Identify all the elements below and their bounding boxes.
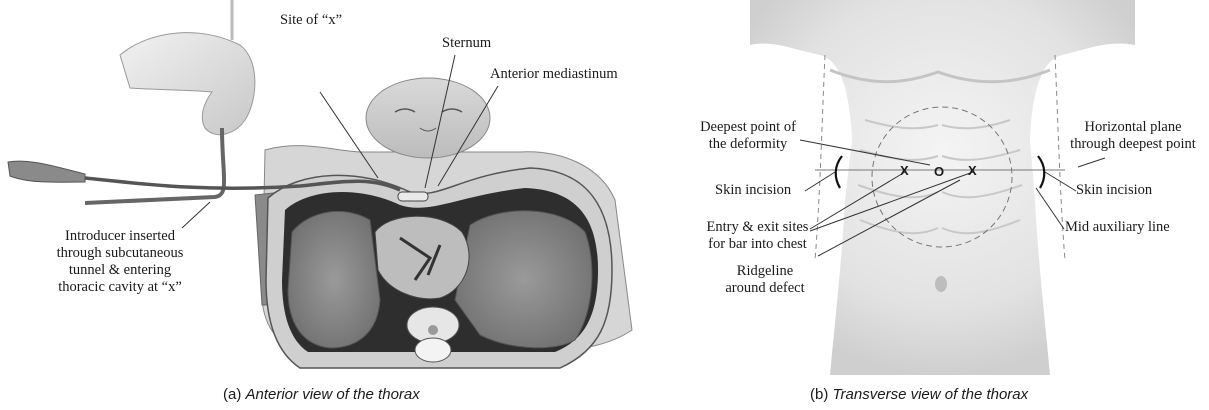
caption-b: (b) Transverse view of the thorax — [810, 386, 1028, 403]
panel-anterior-view: Site of “x” Sternum Anterior mediastinum… — [0, 0, 680, 410]
marker-o-center: O — [934, 163, 944, 180]
label-mid-axillary: Mid auxiliary line — [1065, 219, 1170, 236]
leader-skin-incision-right — [1045, 172, 1076, 191]
caption-b-prefix: (b) — [810, 386, 833, 403]
label-introducer: Introducer inserted through subcutaneous… — [40, 228, 200, 296]
skin-incision-left — [836, 156, 842, 188]
label-deepest-line2: the deformity — [688, 136, 808, 153]
caption-a-prefix: (a) — [223, 386, 246, 403]
navel — [935, 276, 947, 292]
right-lung — [455, 211, 592, 348]
marker-x-right: X — [968, 162, 977, 179]
label-site-of-x: Site of “x” — [280, 12, 342, 29]
anterior-thorax-illustration — [0, 0, 680, 410]
leader-mid-axillary — [1036, 188, 1064, 229]
label-ridge-line2: around defect — [710, 280, 820, 297]
label-introducer-line4: thoracic cavity at “x” — [40, 279, 200, 296]
patient-head — [366, 78, 490, 158]
label-entry-line1: Entry & exit sites — [690, 219, 825, 236]
label-horizontal-plane: Horizontal plane through deepest point — [1058, 119, 1208, 153]
label-skin-incision-left: Skin incision — [715, 182, 791, 199]
panel-transverse-view: X O X Deepest point of the deformity Hor… — [680, 0, 1209, 410]
surgeon-hand — [120, 33, 255, 135]
label-introducer-line1: Introducer inserted — [40, 228, 200, 245]
caption-b-title: Transverse view of the thorax — [833, 386, 1029, 403]
label-anterior-mediastinum: Anterior mediastinum — [490, 66, 618, 83]
label-skin-incision-right: Skin incision — [1076, 182, 1152, 199]
label-ridge-line1: Ridgeline — [710, 263, 820, 280]
label-horizontal-line2: through deepest point — [1058, 136, 1208, 153]
introducer-instrument — [85, 128, 224, 203]
label-introducer-line3: tunnel & entering — [40, 262, 200, 279]
introducer-handle — [8, 161, 85, 182]
sternum-bone — [398, 192, 428, 201]
leader-horizontal-plane — [1078, 158, 1105, 167]
caption-a: (a) Anterior view of the thorax — [223, 386, 420, 403]
torso-illustration — [680, 0, 1209, 410]
skin-incision-right — [1038, 156, 1044, 188]
label-introducer-line2: through subcutaneous — [40, 245, 200, 262]
label-deepest-point: Deepest point of the deformity — [688, 119, 808, 153]
leader-introducer — [182, 202, 210, 228]
caption-a-title: Anterior view of the thorax — [246, 386, 420, 403]
label-entry-line2: for bar into chest — [690, 236, 825, 253]
label-horizontal-line1: Horizontal plane — [1058, 119, 1208, 136]
label-ridgeline: Ridgeline around defect — [710, 263, 820, 297]
label-deepest-line1: Deepest point of — [688, 119, 808, 136]
label-sternum: Sternum — [442, 35, 491, 52]
marker-x-left: X — [900, 162, 909, 179]
label-entry-exit: Entry & exit sites for bar into chest — [690, 219, 825, 253]
left-lung — [288, 211, 380, 348]
mid-axillary-line-right — [1055, 55, 1065, 260]
